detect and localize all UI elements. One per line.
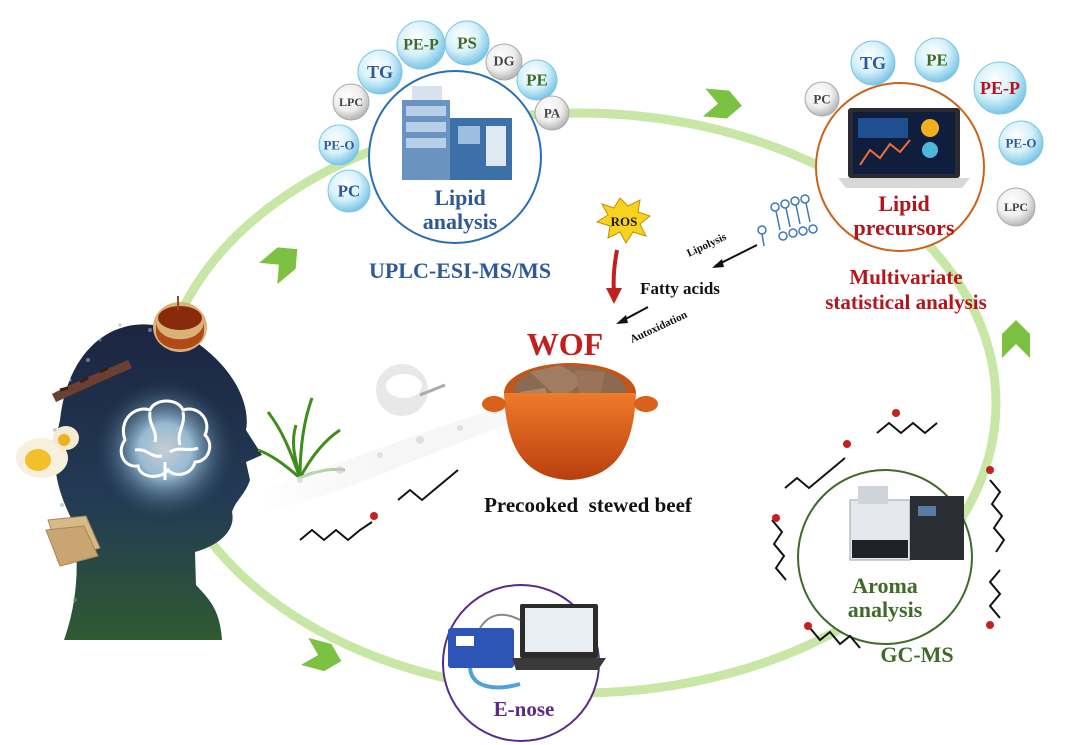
lipid-analysis-title-2: analysis bbox=[423, 209, 498, 234]
svg-text:LPC: LPC bbox=[339, 95, 363, 109]
enose-label: E-nose bbox=[494, 697, 555, 721]
lipolysis-label: Lipolysis bbox=[685, 231, 729, 260]
stewed-beef-pot-image bbox=[482, 363, 658, 480]
class-bubble-lpc: LPC bbox=[332, 83, 370, 121]
svg-text:LPC: LPC bbox=[1004, 200, 1028, 214]
lipid-precursors-class-bubbles: TG PE PE-P PC PE-O LPC bbox=[804, 37, 1044, 227]
autoxidation-label: Autoxidation bbox=[628, 309, 689, 346]
spice-stick-image bbox=[52, 360, 132, 402]
brain-icon bbox=[119, 399, 212, 480]
class-bubble-dg: DG bbox=[485, 43, 523, 81]
class-bubble-pa: PA bbox=[534, 95, 570, 131]
class-bubble-pe-p: PE-P bbox=[396, 20, 446, 70]
white-powder-image bbox=[376, 364, 446, 416]
boiled-egg-image bbox=[16, 426, 79, 478]
alkene-molecule-icon bbox=[397, 469, 459, 502]
aldehyde-molecule-icon bbox=[299, 512, 378, 542]
precursor-bubble-pe-p: PE-P bbox=[973, 61, 1027, 115]
class-bubble-ps: PS bbox=[444, 20, 490, 66]
aroma-title-1: Aroma bbox=[852, 573, 918, 598]
ros-down-arrow bbox=[611, 249, 619, 293]
precursor-bubble-pc: PC bbox=[804, 81, 840, 117]
phospholipid-bilayer-icon bbox=[757, 194, 818, 247]
svg-text:PC: PC bbox=[338, 182, 361, 201]
svg-text:PA: PA bbox=[544, 106, 561, 121]
fatty-acids-label: Fatty acids bbox=[640, 279, 720, 298]
svg-text:PE-P: PE-P bbox=[403, 37, 439, 54]
volatile-molecules bbox=[771, 409, 1006, 649]
precursors-method-2: statistical analysis bbox=[825, 290, 987, 314]
cycle-arrow-top bbox=[702, 88, 742, 119]
svg-text:PE-P: PE-P bbox=[980, 78, 1020, 98]
svg-text:PE-O: PE-O bbox=[1005, 136, 1036, 151]
svg-text:TG: TG bbox=[367, 62, 393, 82]
class-bubble-tg: TG bbox=[357, 49, 403, 95]
precursor-bubble-pe-o: PE-O bbox=[998, 120, 1044, 166]
gc-ms-instrument-image bbox=[849, 486, 964, 561]
food-label: Precooked stewed beef bbox=[484, 493, 693, 517]
aroma-stream bbox=[260, 400, 520, 510]
aroma-analysis-node: Aroma analysis bbox=[797, 469, 973, 645]
cycle-arrow-bottom bbox=[300, 637, 342, 672]
lipid-analysis-title-1: Lipid bbox=[434, 185, 485, 210]
cardboard-image bbox=[45, 515, 101, 567]
svg-text:PS: PS bbox=[457, 34, 477, 53]
cycle-arrow-left bbox=[259, 247, 298, 285]
laptop-statistics-image bbox=[838, 108, 970, 188]
svg-text:PE-O: PE-O bbox=[323, 138, 354, 153]
lipid-precursors-title-2: precursors bbox=[853, 215, 954, 240]
lipid-analysis-method: UPLC-ESI-MS/MS bbox=[369, 258, 551, 283]
enose-node: E-nose bbox=[442, 584, 606, 742]
svg-text:PE: PE bbox=[926, 51, 948, 70]
wof-label: WOF bbox=[527, 326, 603, 362]
precursors-method-1: Multivariate bbox=[849, 265, 962, 289]
enose-device-image bbox=[448, 604, 606, 690]
tea-cup-image bbox=[153, 296, 207, 352]
class-bubble-pe: PE bbox=[516, 59, 558, 101]
ros-label: ROS bbox=[611, 214, 638, 229]
class-bubble-pe-o: PE-O bbox=[318, 124, 360, 166]
precursor-bubble-tg: TG bbox=[850, 40, 896, 86]
svg-text:PE: PE bbox=[526, 71, 548, 90]
aroma-method: GC-MS bbox=[880, 642, 953, 667]
svg-text:PC: PC bbox=[813, 92, 830, 107]
svg-text:DG: DG bbox=[494, 55, 515, 70]
class-bubble-pc: PC bbox=[327, 169, 371, 213]
precursor-bubble-lpc: LPC bbox=[996, 187, 1036, 227]
ros-starburst: ROS bbox=[595, 197, 652, 244]
lipid-precursors-title-1: Lipid bbox=[878, 191, 929, 216]
human-head-illustration bbox=[46, 323, 262, 640]
lipid-analysis-node: Lipid analysis bbox=[368, 70, 542, 244]
lipid-precursors-node: Lipid precursors bbox=[815, 82, 985, 252]
lipid-analysis-class-bubbles: PE-P PS TG DG PE LPC PA PE-O bbox=[318, 20, 570, 213]
cycle-arrow-right bbox=[1002, 320, 1030, 358]
precursor-bubble-pe: PE bbox=[914, 37, 960, 83]
lc-ms-instrument-image bbox=[402, 86, 512, 180]
aroma-title-2: analysis bbox=[848, 597, 923, 622]
svg-text:TG: TG bbox=[860, 53, 886, 73]
